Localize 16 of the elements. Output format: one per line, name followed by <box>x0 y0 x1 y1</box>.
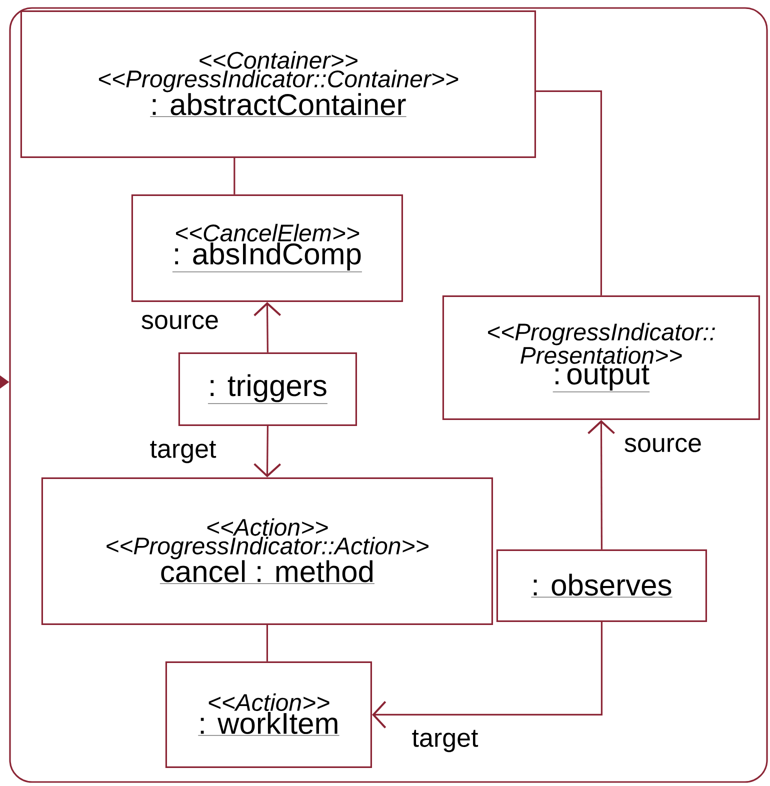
role-label: target <box>410 728 480 754</box>
object-box: <<ProgressIndicator:: Presentation>> : output <box>442 295 760 420</box>
object-box: <<Action>> <<ProgressIndicator::Action>> cancel : method <box>41 477 493 625</box>
connector-line <box>234 158 236 194</box>
object-box: : observes <box>496 549 707 622</box>
arrow <box>372 622 602 728</box>
role-label: target <box>148 440 218 464</box>
connector-line <box>536 90 602 296</box>
object-box: <<Container>> <<ProgressIndicator::Container>> : abstractContainer <box>20 10 536 158</box>
role-label: source <box>623 436 704 454</box>
object-box: <<CancelElem>> : absIndComp <box>131 194 403 302</box>
connector-line <box>266 625 268 662</box>
object-box: <<Action>> : workItem <box>165 661 372 768</box>
arrow <box>588 420 615 550</box>
role-label: source <box>140 314 220 330</box>
object-box: : triggers <box>178 352 357 426</box>
